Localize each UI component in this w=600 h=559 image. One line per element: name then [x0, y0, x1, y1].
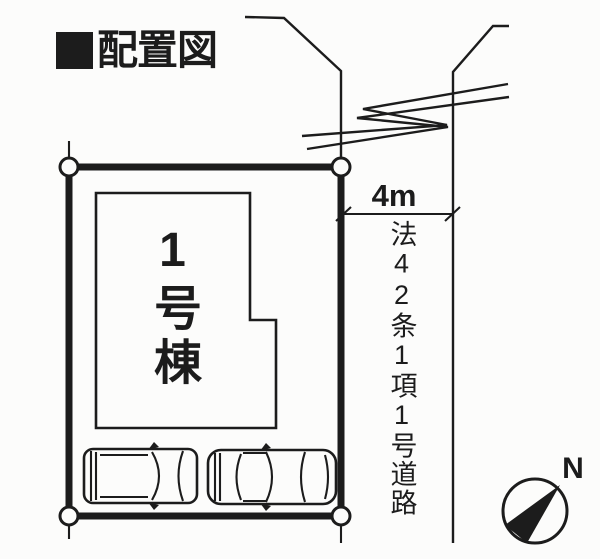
north-label: N: [562, 452, 584, 485]
dimension-tick-right: [444, 206, 461, 222]
black-square-icon: [56, 32, 93, 69]
road-edge-west: [244, 15, 343, 158]
dimension-tick-left: [335, 206, 352, 222]
corner-marker-top-left: [58, 156, 80, 178]
compass: [501, 477, 569, 545]
corner-marker-bottom-left: [58, 505, 80, 527]
building-outline: [94, 191, 278, 430]
road-width-label: 4m: [371, 178, 417, 213]
road-break-symbol: [301, 82, 510, 151]
car-sedan-top-view: [206, 443, 338, 511]
compass-needle: [505, 485, 560, 543]
building-label: 1号棟: [146, 224, 199, 391]
compass-circle: [501, 477, 569, 545]
corner-marker-top-right: [330, 156, 352, 178]
figure-title: 配置図: [56, 27, 218, 73]
road-edge-east: [451, 24, 509, 543]
boundary-corner-markers: [58, 156, 352, 527]
boundary-stub-lines: [67, 141, 343, 543]
dimension-line: [335, 206, 461, 222]
road-designation-label: 法42条1項1号道路: [386, 220, 417, 517]
corner-marker-bottom-right: [330, 505, 352, 527]
figure-title-text: 配置図: [97, 27, 218, 73]
car-minivan-top-view: [82, 442, 199, 510]
